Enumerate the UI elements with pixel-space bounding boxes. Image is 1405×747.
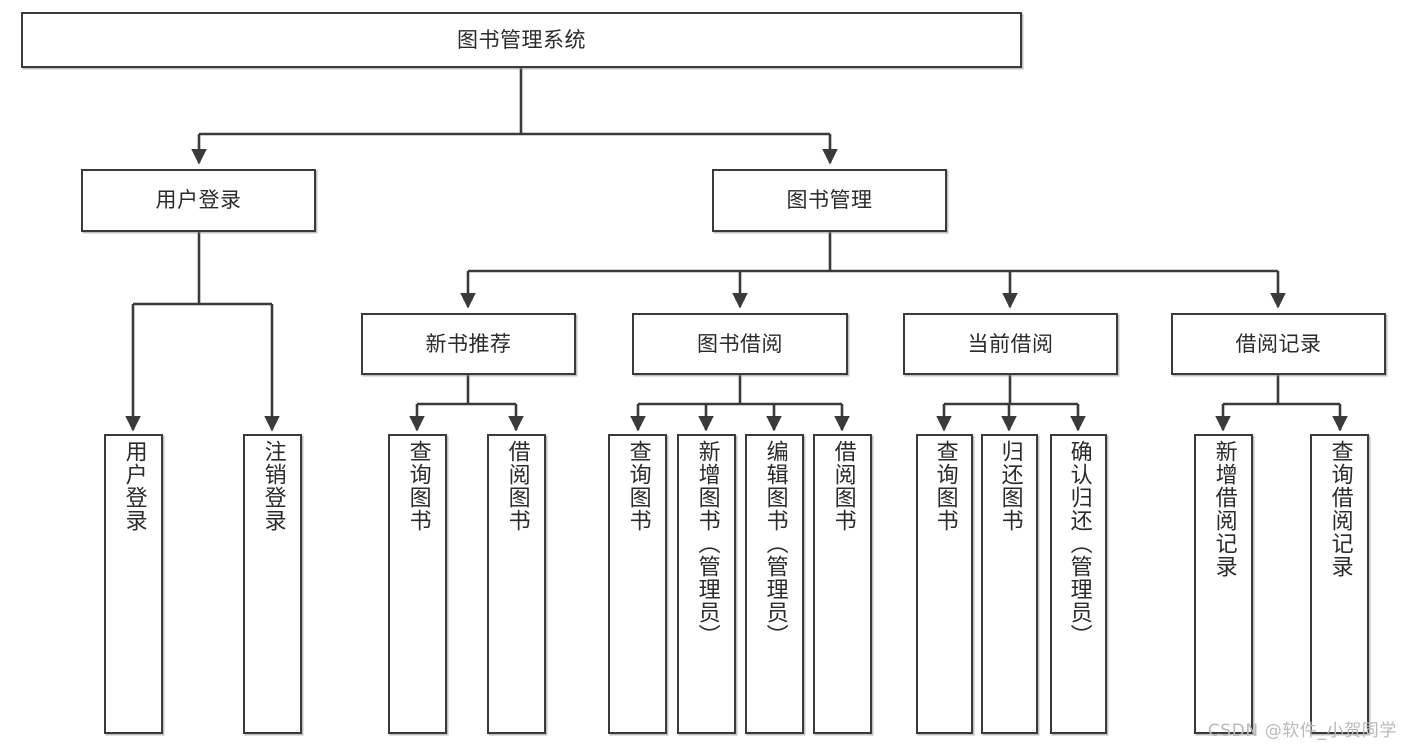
node-book-borrow[interactable]: 图书借阅 (632, 313, 848, 375)
leaf-borrow-record-query[interactable]: 查询借阅记录 (1310, 434, 1369, 734)
node-label: 新增图书（管理员） (694, 440, 720, 647)
node-label: 确认归还（管理员） (1066, 440, 1092, 647)
node-label: 图书管理系统 (457, 27, 586, 52)
node-label: 借阅图书 (504, 440, 530, 532)
node-current-borrow[interactable]: 当前借阅 (903, 313, 1118, 375)
node-label: 图书管理 (786, 188, 873, 213)
node-label: 查询借阅记录 (1327, 440, 1353, 578)
node-label: 查询图书 (405, 440, 431, 532)
leaf-new-book-borrow[interactable]: 借阅图书 (487, 434, 546, 734)
leaf-user-login-login[interactable]: 用户登录 (104, 434, 163, 734)
node-label: 新书推荐 (425, 331, 512, 356)
node-label: 图书借阅 (697, 331, 783, 356)
node-label: 借阅记录 (1235, 331, 1322, 356)
node-label: 用户登录 (155, 188, 242, 213)
node-new-book-recommend[interactable]: 新书推荐 (361, 313, 576, 375)
leaf-borrow-record-add[interactable]: 新增借阅记录 (1194, 434, 1253, 734)
node-label: 查询图书 (932, 440, 958, 532)
node-borrow-record[interactable]: 借阅记录 (1171, 313, 1386, 375)
leaf-book-borrow-edit[interactable]: 编辑图书（管理员） (745, 434, 804, 734)
node-label: 借阅图书 (830, 440, 856, 532)
leaf-current-borrow-confirm-return[interactable]: 确认归还（管理员） (1050, 434, 1107, 734)
node-root-book-management-system[interactable]: 图书管理系统 (21, 12, 1022, 68)
node-label: 注销登录 (260, 440, 286, 532)
leaf-current-borrow-return[interactable]: 归还图书 (981, 434, 1038, 734)
leaf-book-borrow-query[interactable]: 查询图书 (608, 434, 667, 734)
leaf-user-login-logout[interactable]: 注销登录 (243, 434, 302, 734)
node-book-management[interactable]: 图书管理 (712, 169, 947, 232)
leaf-book-borrow-borrow[interactable]: 借阅图书 (813, 434, 872, 734)
node-label: 归还图书 (997, 440, 1023, 532)
node-user-login[interactable]: 用户登录 (81, 169, 316, 232)
leaf-book-borrow-add[interactable]: 新增图书（管理员） (677, 434, 736, 734)
connectors (125, 68, 1348, 432)
node-label: 查询图书 (625, 440, 651, 532)
node-label: 编辑图书（管理员） (762, 440, 788, 647)
node-label: 新增借阅记录 (1211, 440, 1237, 578)
node-label: 用户登录 (121, 440, 147, 532)
node-label: 当前借阅 (967, 331, 1054, 356)
leaf-current-borrow-query[interactable]: 查询图书 (916, 434, 973, 734)
leaf-new-book-query[interactable]: 查询图书 (388, 434, 447, 734)
